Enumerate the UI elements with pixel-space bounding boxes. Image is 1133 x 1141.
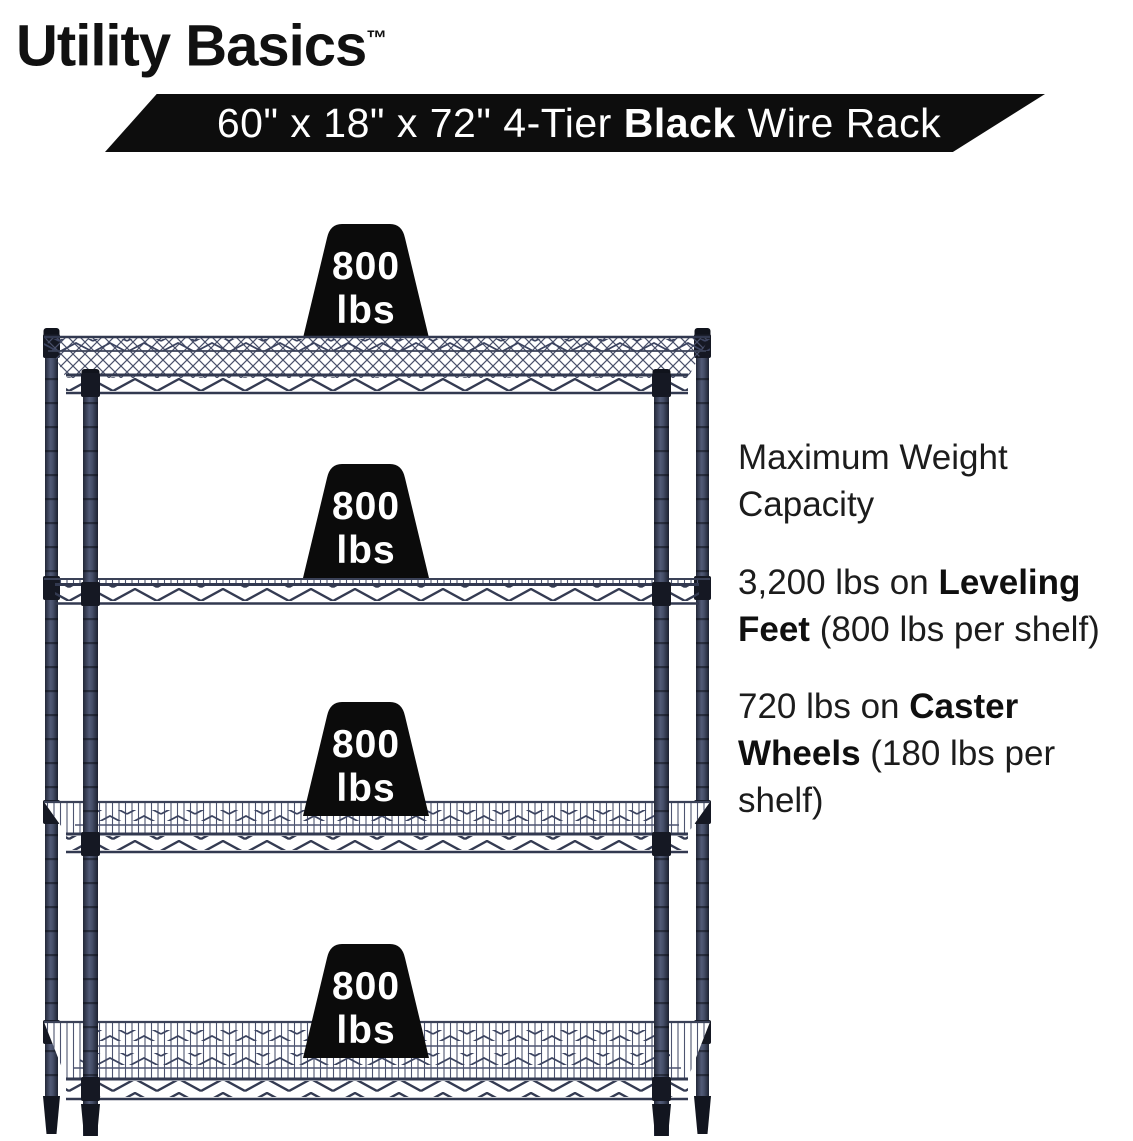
caster-wheels-post: (180 lbs per shelf) <box>738 734 1056 820</box>
capacity-info: Maximum Weight Capacity 3,200 lbs on Lev… <box>738 434 1110 854</box>
leveling-feet-post: (800 lbs per shelf) <box>809 610 1100 649</box>
wire-rack-svg: 800 lbs 800 lbs 800 <box>43 224 711 1136</box>
wire-rack-illustration: 800 lbs 800 lbs 800 <box>25 210 725 1136</box>
shelf-tier-2 <box>44 578 710 605</box>
rack-post-front-left <box>81 369 100 1136</box>
caster-wheels-bold: Caster Wheels <box>738 687 1019 773</box>
weight-unit-tier-3: lbs <box>336 767 395 810</box>
leveling-foot-front-right <box>652 1104 671 1136</box>
title-color-word: Black <box>623 99 736 146</box>
weight-unit-tier-2: lbs <box>336 529 395 572</box>
weight-unit-tier-1: lbs <box>336 289 395 332</box>
title-pre: 60" x 18" x 72" 4-Tier <box>216 99 624 146</box>
title-banner: 60" x 18" x 72" 4-Tier Black Wire Rack <box>105 94 1045 152</box>
capacity-heading: Maximum Weight Capacity <box>738 438 1008 524</box>
weight-value-tier-3: 800 <box>332 723 400 766</box>
leveling-feet-capacity: 3,200 lbs on Leveling Feet (800 lbs per … <box>738 559 1110 653</box>
weight-badge-tier-2: 800 lbs <box>303 464 429 578</box>
rack-post-back-right <box>694 328 711 1134</box>
caster-wheels-capacity: 720 lbs on Caster Wheels (180 lbs per sh… <box>738 683 1110 824</box>
shelf-tier-1 <box>44 335 710 395</box>
leveling-feet-bold: Leveling Feet <box>738 563 1081 649</box>
weight-badge-tier-4: 800 lbs <box>303 944 429 1058</box>
weight-unit-tier-4: lbs <box>336 1009 395 1052</box>
title-post: Wire Rack <box>735 99 942 146</box>
weight-badge-tier-3: 800 lbs <box>303 702 429 816</box>
rack-post-back-left <box>43 328 60 1134</box>
leveling-foot-back-left <box>43 1096 60 1134</box>
brand-name: Utility Basics <box>16 13 367 79</box>
leveling-foot-back-right <box>694 1096 711 1134</box>
leveling-feet-pre: 3,200 lbs on <box>738 563 939 602</box>
product-title: 60" x 18" x 72" 4-Tier Black Wire Rack <box>217 100 941 147</box>
trademark-symbol: ™ <box>366 27 388 50</box>
weight-badge-tier-1: 800 lbs <box>303 224 429 338</box>
leveling-foot-front-left <box>81 1104 100 1136</box>
rack-post-front-right <box>652 369 671 1136</box>
weight-value-tier-4: 800 <box>332 965 400 1008</box>
weight-value-tier-2: 800 <box>332 485 400 528</box>
brand-logo: Utility Basics™ <box>16 2 387 83</box>
weight-value-tier-1: 800 <box>332 245 400 288</box>
caster-wheels-pre: 720 lbs on <box>738 687 910 726</box>
